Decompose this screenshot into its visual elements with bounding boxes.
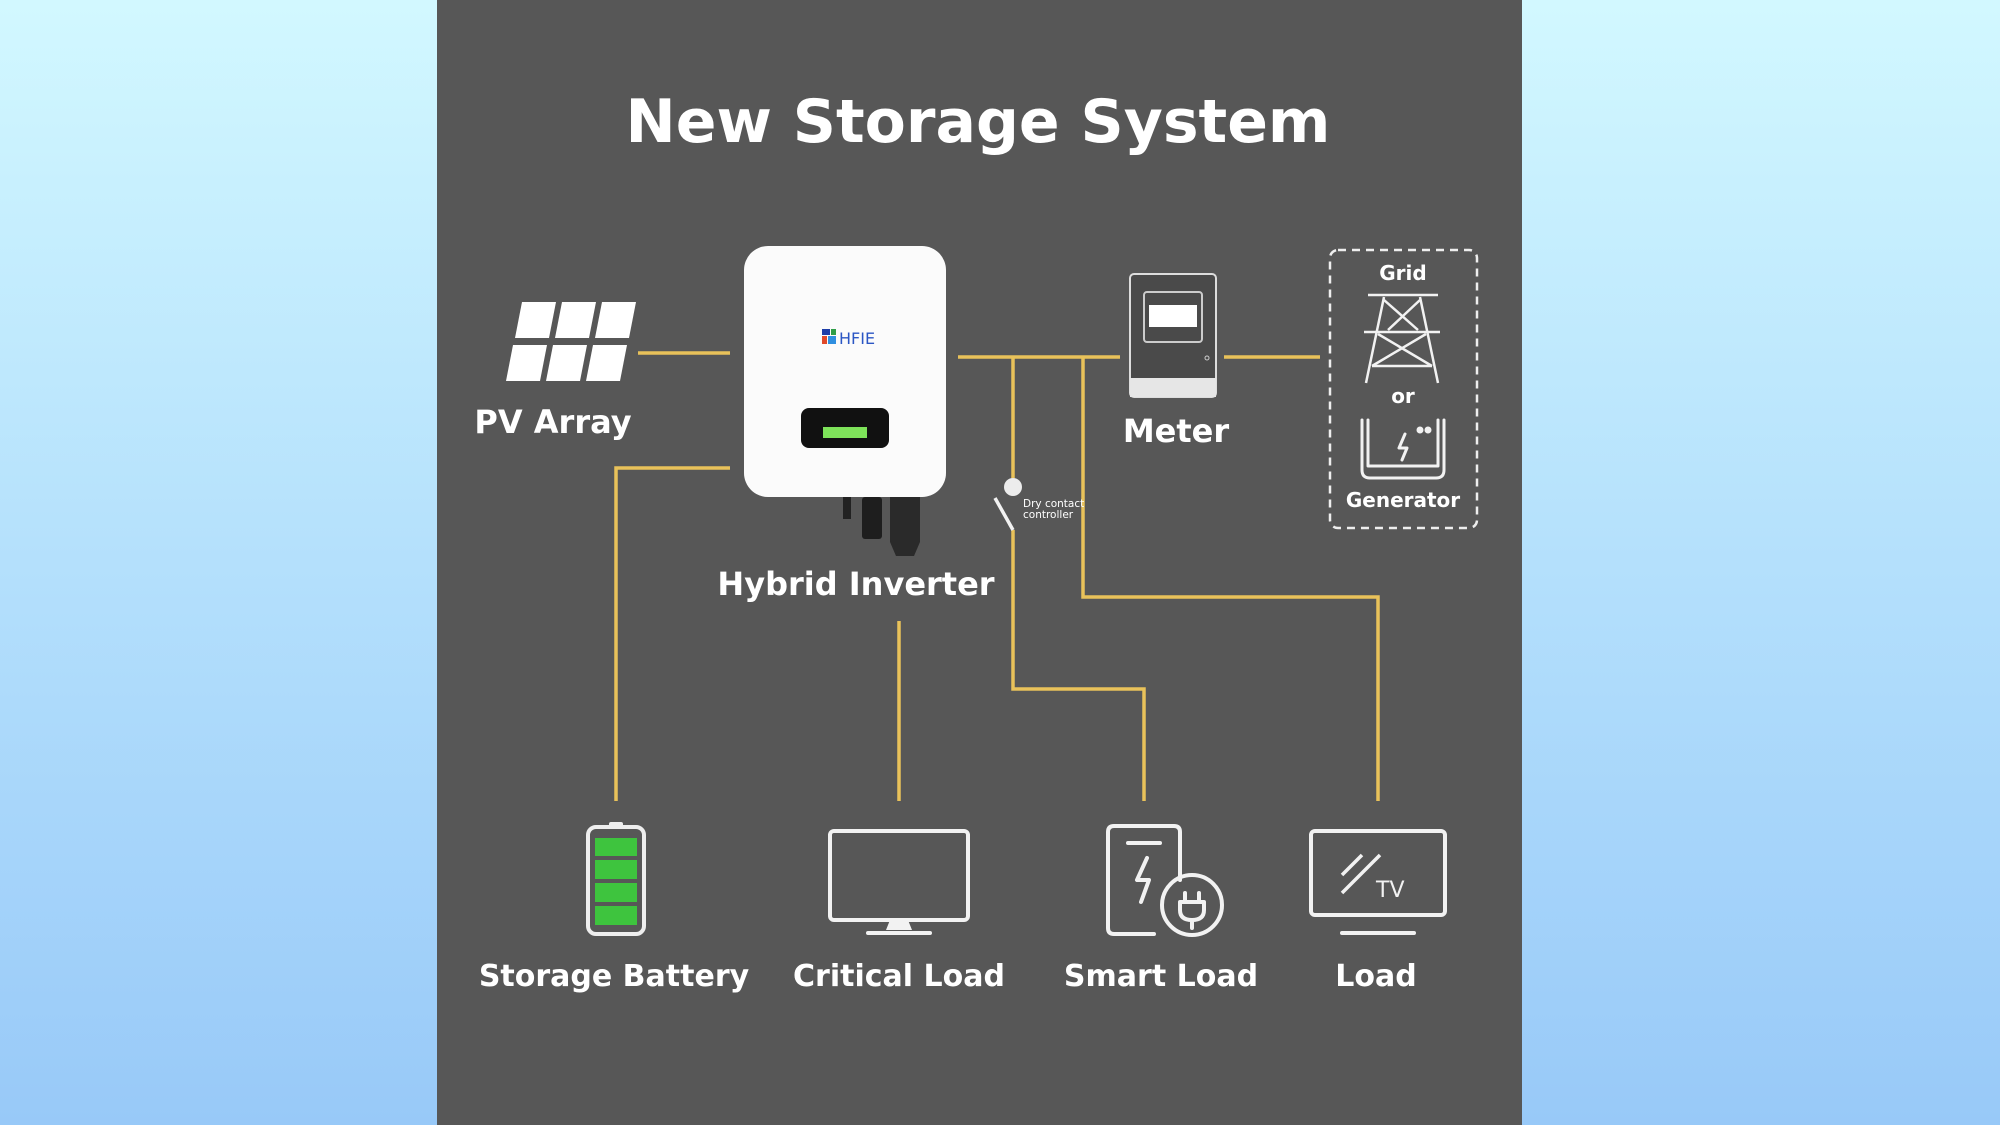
svg-text:TV: TV: [1375, 878, 1405, 903]
critical-load-label: Critical Load: [793, 959, 1005, 994]
meter-icon: [1129, 273, 1217, 398]
power-tower-icon: [1364, 293, 1440, 384]
pv-array-label: PV Array: [474, 403, 631, 441]
inverter-brand: HFIE: [839, 329, 875, 348]
storage-battery-label: Storage Battery: [479, 959, 750, 994]
diagram-panel: [437, 0, 1522, 1125]
smart-load-label: Smart Load: [1064, 959, 1258, 994]
solar-panel-icon: [506, 302, 636, 381]
load-label: Load: [1335, 959, 1416, 994]
wiring: [614, 351, 1380, 801]
dry-contact-switch-icon: [993, 478, 1022, 531]
meter-label: Meter: [1123, 412, 1230, 450]
or-label: or: [1391, 384, 1415, 408]
grid-label: Grid: [1379, 261, 1426, 285]
hybrid-inverter-label: Hybrid Inverter: [717, 565, 994, 603]
page-title: New Storage System: [626, 87, 1331, 157]
generator-icon: [1360, 418, 1446, 480]
battery-icon: [586, 822, 646, 936]
smart-plug-icon: [1106, 824, 1224, 937]
generator-label: Generator: [1346, 488, 1460, 512]
tv-icon: TV: [1309, 829, 1447, 935]
dry-contact-label-2: controller: [1023, 509, 1074, 521]
hybrid-inverter-icon: HFIE: [744, 246, 946, 556]
monitor-icon: [828, 829, 970, 935]
grid-generator-box: [1328, 248, 1479, 530]
dry-contact-label: Dry contact: [1023, 498, 1084, 510]
